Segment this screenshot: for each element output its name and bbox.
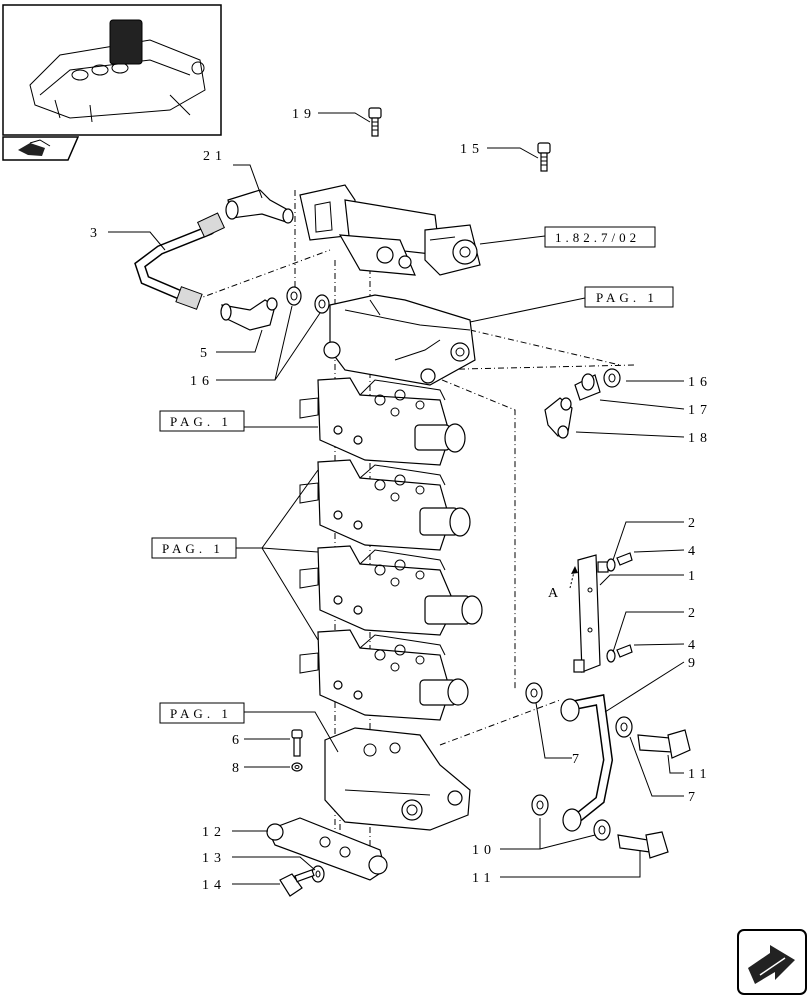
inlet-cover-block bbox=[323, 294, 476, 386]
valve-section-4 bbox=[299, 629, 469, 721]
callout-6: 6 bbox=[232, 733, 244, 748]
callout-21: 21 bbox=[203, 149, 227, 164]
valve-section-1 bbox=[299, 377, 466, 466]
bracket-1 bbox=[573, 554, 609, 673]
pipe-9 bbox=[560, 694, 614, 832]
seal-washers-16-left bbox=[286, 286, 330, 314]
callout-16-left: 16 bbox=[190, 374, 214, 389]
tractor-hitch-thumbnail-icon bbox=[29, 19, 206, 123]
outlet-cover-block bbox=[324, 727, 471, 831]
reference-box-pag-section2[interactable]: PAG. 1 bbox=[151, 537, 237, 559]
callout-10: 10 bbox=[472, 843, 496, 858]
next-page-arrow-icon[interactable] bbox=[737, 929, 807, 995]
view-arrow-A bbox=[569, 566, 578, 589]
reference-box-pag-section3[interactable]: PAG. 1 bbox=[159, 702, 245, 724]
callout-14: 14 bbox=[202, 878, 226, 893]
leader-lines bbox=[108, 112, 685, 885]
callout-4-upper: 4 bbox=[688, 544, 700, 559]
reference-1827-label: 1.82.7/02 bbox=[555, 230, 640, 245]
elbow-18 bbox=[544, 397, 573, 439]
callout-9: 9 bbox=[688, 656, 700, 671]
reference-pag-top-label: PAG. 1 bbox=[596, 290, 658, 305]
callout-15: 15 bbox=[460, 142, 484, 157]
callout-17: 17 bbox=[688, 403, 712, 418]
callout-19: 19 bbox=[292, 107, 316, 122]
washers-2 bbox=[606, 558, 616, 663]
reference-pag-section2-label: PAG. 1 bbox=[162, 541, 224, 556]
adapter-17 bbox=[574, 373, 601, 401]
solenoid-valve-assembly bbox=[299, 184, 481, 276]
callout-3: 3 bbox=[90, 226, 102, 241]
callout-2-upper: 2 bbox=[688, 516, 700, 531]
callout-numbers: 19 15 21 3 5 16 16 17 18 2 4 1 A 2 4 9 7… bbox=[90, 107, 712, 893]
pipe-3 bbox=[134, 212, 226, 310]
reference-box-1827[interactable]: 1.82.7/02 bbox=[544, 226, 656, 248]
callout-16-right: 16 bbox=[688, 375, 712, 390]
reference-pag-section1-label: PAG. 1 bbox=[170, 414, 232, 429]
seal-washer-16-right bbox=[603, 368, 621, 388]
bolt-15 bbox=[537, 142, 551, 172]
bolt-14 bbox=[279, 869, 315, 897]
elbow-fitting-5 bbox=[220, 297, 278, 331]
screw-6 bbox=[291, 729, 303, 757]
reference-box-pag-top[interactable]: PAG. 1 bbox=[584, 286, 674, 308]
screws-4 bbox=[616, 552, 633, 658]
banjo-bolt-11-lower bbox=[617, 831, 669, 859]
bolt-19 bbox=[368, 107, 382, 137]
reference-pag-section3-label: PAG. 1 bbox=[170, 706, 232, 721]
callout-1: 1 bbox=[688, 569, 700, 584]
reference-box-pag-section1[interactable]: PAG. 1 bbox=[159, 410, 245, 432]
washers-7 bbox=[525, 682, 633, 738]
callout-5: 5 bbox=[200, 346, 212, 361]
valve-section-3 bbox=[299, 545, 483, 636]
callout-4-lower: 4 bbox=[688, 638, 700, 653]
location-thumbnail bbox=[2, 4, 222, 136]
valve-section-2 bbox=[299, 459, 471, 551]
elbow-fitting-21 bbox=[225, 189, 294, 224]
callout-7-left: 7 bbox=[572, 752, 584, 767]
washers-10 bbox=[531, 794, 611, 841]
callout-18: 18 bbox=[688, 431, 712, 446]
back-arrow-icon[interactable] bbox=[2, 136, 80, 161]
callout-8: 8 bbox=[232, 761, 244, 776]
callout-2-lower: 2 bbox=[688, 606, 700, 621]
banjo-bolt-11-upper bbox=[637, 729, 691, 759]
callout-A: A bbox=[548, 586, 563, 601]
washer-8 bbox=[291, 762, 303, 772]
callout-7-right: 7 bbox=[688, 790, 700, 805]
callout-11-lower: 11 bbox=[472, 871, 495, 886]
callout-13: 13 bbox=[202, 851, 226, 866]
link-plate-12 bbox=[266, 817, 388, 881]
callout-11-upper: 11 bbox=[688, 767, 711, 782]
callout-12: 12 bbox=[202, 825, 226, 840]
